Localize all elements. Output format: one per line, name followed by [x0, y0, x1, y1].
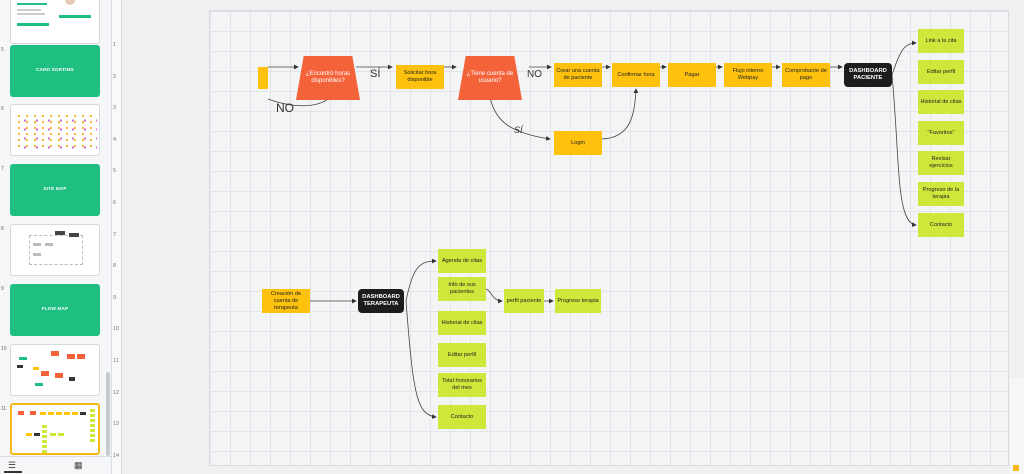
ruler-mark: 14: [113, 452, 120, 459]
create-therapist-account-note[interactable]: Creación de cuenta de terapeuta: [262, 289, 310, 313]
no-label-2: NO: [527, 69, 542, 80]
slide-thumbnail-site-map[interactable]: SITE MAP: [10, 164, 100, 216]
patient-dashboard[interactable]: DASHBOARD PACIENTE: [844, 63, 892, 87]
slide-title: FLOW MAP: [41, 306, 69, 311]
slide-thumbnail-10[interactable]: [10, 344, 100, 396]
ruler-mark: 13: [113, 421, 120, 428]
payment-receipt-note[interactable]: Comprobante de pago: [782, 63, 830, 87]
therapist-option-fees[interactable]: Total honorarios del mes: [438, 373, 486, 397]
no-label: NO: [276, 101, 294, 115]
ruler-mark: 8: [113, 263, 117, 270]
therapy-progress-note[interactable]: Progreso terapia: [555, 289, 601, 313]
list-view-icon[interactable]: ☰: [8, 460, 17, 470]
patient-option-edit-profile[interactable]: Editar perfil: [918, 60, 964, 84]
corner-indicator: [1013, 465, 1019, 471]
slide-number: 10: [1, 346, 7, 352]
therapist-option-patients-info[interactable]: Info de sus pacientes: [438, 277, 486, 301]
ruler-mark: 2: [113, 73, 117, 80]
connector: [599, 88, 639, 140]
slide-thumbnail-4[interactable]: [10, 0, 100, 44]
si-label: SÍ: [370, 68, 381, 80]
ruler-mark: 1: [113, 42, 117, 48]
active-view-indicator: [4, 471, 22, 473]
patient-option-contact[interactable]: Contacto: [918, 213, 964, 237]
webpay-flow-note[interactable]: Flujo interno Webpay: [724, 63, 772, 87]
patient-option-progress[interactable]: Progreso de la terapia: [918, 182, 964, 206]
si-label-2: SÍ: [514, 125, 523, 135]
panel-view-toggle: ☰ ▦: [0, 456, 111, 474]
confirm-hour-note[interactable]: Confirmar hora: [612, 63, 660, 87]
slide-number: 8: [1, 226, 4, 232]
ruler-mark: 5: [113, 168, 117, 175]
slide-number: 11: [1, 406, 7, 412]
therapist-option-edit-profile[interactable]: Editar perfil: [438, 343, 486, 367]
patient-option-history[interactable]: Historial de citas: [918, 90, 964, 114]
connector: [405, 300, 437, 419]
ruler-mark: 4: [113, 136, 117, 143]
dashboard-branches: [891, 40, 917, 227]
slide-title: CARD SORTING: [36, 67, 74, 72]
login-note[interactable]: Login: [554, 131, 602, 155]
therapist-dashboard[interactable]: DASHBOARD TERAPEUTA: [358, 289, 404, 313]
slide-thumbnail-6[interactable]: [10, 104, 100, 156]
therapist-option-contact[interactable]: Contacto: [438, 405, 486, 429]
pay-note[interactable]: Pagar: [668, 63, 716, 87]
ruler-mark: 7: [113, 231, 117, 238]
slide-number: 7: [1, 166, 4, 172]
request-hour-note[interactable]: Solicitar hora disponible: [396, 65, 444, 89]
slide-thumbnail-card-sorting[interactable]: CARD SORTING: [10, 45, 100, 97]
ruler-mark: 12: [113, 389, 120, 396]
therapist-option-agenda[interactable]: Agenda de citas: [438, 249, 486, 273]
connector: [489, 96, 551, 141]
slide-panel: 5 CARD SORTING 6 7 SITE MAP 8 9 FLOW MAP…: [0, 0, 112, 474]
slide-thumbnail-11-selected[interactable]: [10, 403, 100, 455]
ruler-mark: 11: [113, 358, 119, 364]
slide-number: 9: [1, 286, 4, 292]
flow-start-note[interactable]: [258, 67, 268, 89]
patient-option-exercises[interactable]: Revisar ejercicios: [918, 151, 964, 175]
decision-hours-available[interactable]: ¿Encontró horas disponibles?: [296, 56, 360, 100]
ruler-mark: 9: [113, 294, 117, 301]
slide-thumbnail-8[interactable]: [10, 224, 100, 276]
right-edge-panel: [1010, 378, 1024, 474]
grid-view-icon[interactable]: ▦: [74, 460, 83, 470]
ruler-mark: 10: [113, 326, 120, 333]
flow-map-board[interactable]: ¿Encontró horas disponibles? NO SÍ Solic…: [209, 10, 1009, 466]
connector: [485, 288, 503, 304]
connector: [405, 258, 437, 302]
patient-profile-note[interactable]: perfil paciente: [504, 289, 544, 313]
patient-option-link[interactable]: Link a la cita: [918, 29, 964, 53]
decision-has-account[interactable]: ¿Tiene cuenta de usuario?: [458, 56, 522, 100]
panel-scrollbar[interactable]: [106, 372, 110, 456]
ruler-mark: 3: [113, 105, 117, 112]
patient-option-favorites[interactable]: "Favoritos": [918, 121, 964, 145]
ruler-mark: 6: [113, 200, 117, 206]
slide-thumbnail-flow-map[interactable]: FLOW MAP: [10, 284, 100, 336]
slide-number: 6: [1, 106, 4, 112]
slide-number: 5: [1, 47, 4, 53]
create-patient-account-note[interactable]: Crear una cuenta de paciente: [554, 63, 602, 87]
therapist-option-history[interactable]: Historial de citas: [438, 311, 486, 335]
slide-title: SITE MAP: [43, 186, 67, 191]
